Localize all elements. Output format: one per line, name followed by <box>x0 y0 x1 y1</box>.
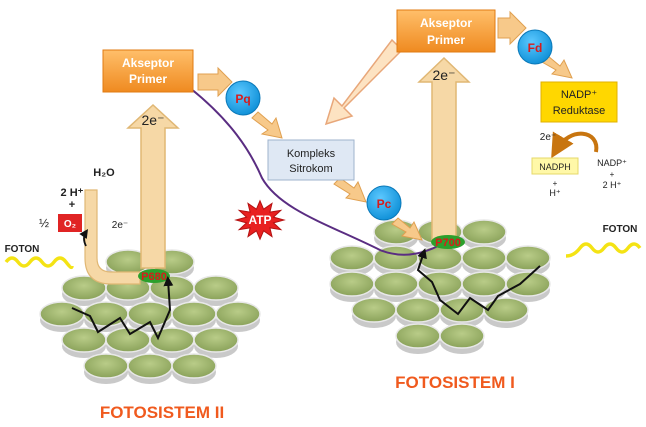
plastoquinone-carrier: Pq <box>225 80 261 116</box>
ps2-excitation-arrow <box>126 103 180 269</box>
arrow-acceptor-to-fd <box>497 10 527 46</box>
water-label: H₂O <box>93 167 115 179</box>
nadp-reductase-box: NADP⁺ Reduktase <box>540 81 618 123</box>
pigment-disc-icon <box>505 271 551 297</box>
oxygen-label: O₂ <box>64 219 76 230</box>
pigment-disc-icon <box>395 323 441 349</box>
nadp-curved-arrow <box>551 131 599 159</box>
pigment-disc-icon <box>127 353 173 379</box>
p680-reaction-center: P680 <box>138 269 170 283</box>
ps1-electron-path-icon <box>416 248 541 316</box>
nadp-reactant-line1: NADP⁺ <box>597 158 627 168</box>
nadp-reactant-line3: 2 H⁺ <box>603 180 622 190</box>
p700-label: P700 <box>435 237 461 249</box>
plastocyanin-carrier: Pc <box>366 185 402 221</box>
nadp-reactant-line2: + <box>610 170 615 179</box>
nadph-plus: + <box>553 179 558 188</box>
arrow-pc-to-p700 <box>391 217 423 241</box>
p680-label: P680 <box>141 271 167 283</box>
pigment-disc-icon <box>439 323 485 349</box>
ps1-antenna-cluster <box>329 219 551 354</box>
nadph-label: NADPH <box>539 162 571 172</box>
ps2-electron-path-icon <box>71 276 174 341</box>
ps2-photon-label: FOTON <box>5 244 40 255</box>
pigment-disc-icon <box>83 353 129 379</box>
nadp-reductase-line1: NADP⁺ <box>561 89 598 101</box>
nadph-product-box: NADPH <box>531 157 579 175</box>
proton-label: 2 H⁺ <box>61 187 84 199</box>
ps2-title: FOTOSISTEM II <box>100 403 224 422</box>
ps1-excitation-arrow <box>417 56 471 241</box>
pigment-disc-icon <box>39 301 85 327</box>
pigment-disc-icon <box>193 275 239 301</box>
ps2-electron-label: 2e⁻ <box>142 112 165 128</box>
water-electron-label: 2e⁻ <box>112 220 128 231</box>
ps1-primary-acceptor: Akseptor Primer <box>396 9 496 53</box>
pc-label: Pc <box>377 197 392 211</box>
pigment-disc-icon <box>171 301 217 327</box>
pigment-disc-icon <box>461 245 507 271</box>
cytochrome-complex: Kompleks Sitrokom <box>267 139 355 181</box>
nadph-h-label: H⁺ <box>549 188 560 198</box>
pigment-disc-icon <box>395 297 441 323</box>
oxygen-box: O₂ <box>58 214 82 232</box>
nadp-reductase-line2: Reduktase <box>553 105 606 117</box>
ps1-title: FOTOSISTEM I <box>395 373 515 392</box>
ps1-acceptor-line1: Akseptor <box>420 16 472 30</box>
fd-label: Fd <box>528 41 543 55</box>
pigment-disc-icon <box>193 327 239 353</box>
ps1-acceptor-line2: Primer <box>427 33 465 47</box>
arrow-pq-to-cytochrome <box>251 111 283 139</box>
pq-label: Pq <box>235 92 250 106</box>
pigment-disc-icon <box>83 301 129 327</box>
pigment-disc-icon <box>329 271 375 297</box>
electron-transport-line <box>189 87 439 256</box>
arrow-cytochrome-to-pc <box>333 177 367 203</box>
pigment-disc-icon <box>461 271 507 297</box>
pigment-disc-icon <box>505 245 551 271</box>
cytochrome-line1: Kompleks <box>287 148 336 160</box>
cyclic-flow-arrow <box>324 38 404 126</box>
pigment-disc-icon <box>351 297 397 323</box>
cytochrome-line2: Sitrokom <box>289 163 332 175</box>
ps1-photon-wave-icon <box>565 242 642 258</box>
pigment-disc-icon <box>171 353 217 379</box>
proton-plus: + <box>69 199 75 211</box>
ps2-acceptor-line2: Primer <box>129 72 167 86</box>
arrow-acceptor-to-pq <box>197 66 233 98</box>
ps1-photon-label: FOTON <box>603 224 638 235</box>
pigment-disc-icon <box>215 301 261 327</box>
ferredoxin-carrier: Fd <box>517 29 553 65</box>
pigment-disc-icon <box>461 219 507 245</box>
half-label: ½ <box>39 216 49 230</box>
pigment-disc-icon <box>417 245 463 271</box>
nadp-electron-label: 2e⁻ <box>540 132 556 143</box>
ps2-primary-acceptor: Akseptor Primer <box>102 49 194 93</box>
arrow-fd-to-nadp <box>541 55 573 79</box>
oxygen-release-arrow <box>79 229 88 247</box>
atp-burst-icon: ATP <box>234 199 286 241</box>
atp-label: ATP <box>248 213 271 227</box>
ps2-photon-wave-icon <box>4 256 74 270</box>
p700-reaction-center: P700 <box>431 235 465 249</box>
pigment-disc-icon <box>329 245 375 271</box>
ps1-electron-label: 2e⁻ <box>433 67 456 83</box>
pigment-disc-icon <box>483 297 529 323</box>
pigment-disc-icon <box>149 327 195 353</box>
pigment-disc-icon <box>373 271 419 297</box>
water-split-arrow <box>84 189 141 285</box>
ps2-acceptor-line1: Akseptor <box>122 56 174 70</box>
